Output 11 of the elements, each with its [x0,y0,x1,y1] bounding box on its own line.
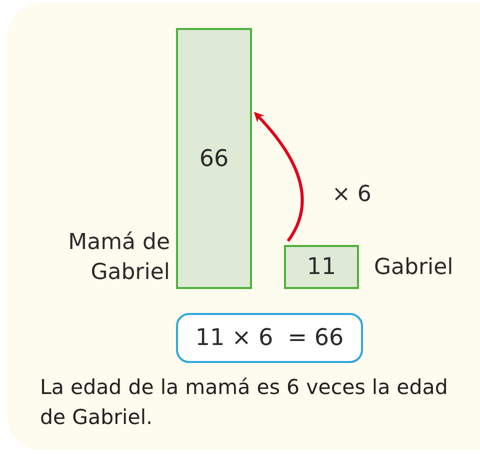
statement-text: La edad de la mamá es 6 veces la edad de Gabriel. [40,374,449,431]
bar-label: Gabriel [374,254,454,282]
value-text: 11 × 6 = 66 [195,325,344,351]
bar-label: Mamá de Gabriel [67,229,170,287]
bar [284,245,359,289]
equation-box [176,313,363,363]
bar [176,28,252,289]
value-text: 66 [199,146,229,172]
edge-label: × 6 [332,182,372,206]
value-text: 11 [306,254,336,280]
curved-arrow [254,112,304,242]
